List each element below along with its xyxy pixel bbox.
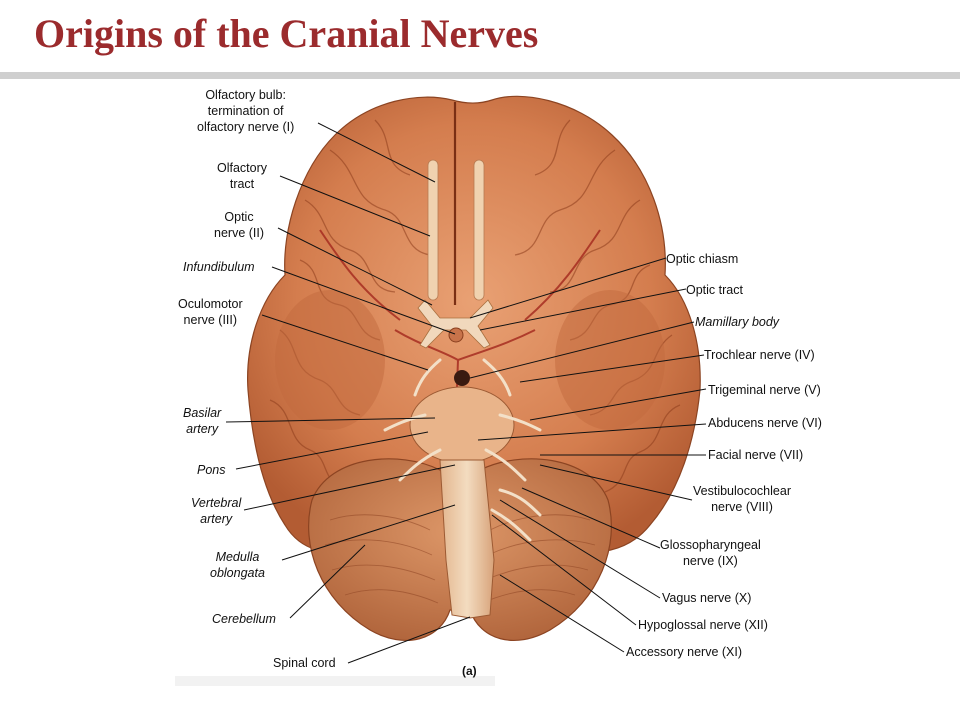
label-vestibulocochlear-nerve: Vestibulocochlear nerve (VIII) [693, 484, 791, 514]
leader-lines [225, 122, 707, 664]
label-basilar-artery: Basilar artery [183, 406, 222, 436]
label-cerebellum: Cerebellum [212, 612, 276, 626]
label-optic-tract: Optic tract [686, 283, 743, 297]
label-abducens-nerve: Abducens nerve (VI) [708, 416, 822, 430]
panel-label: (a) [462, 664, 477, 678]
label-facial-nerve: Facial nerve (VII) [708, 448, 804, 462]
label-optic-chiasm: Optic chiasm [666, 252, 739, 266]
label-infundibulum: Infundibulum [183, 260, 255, 274]
slide-title: Origins of the Cranial Nerves [34, 11, 539, 56]
label-trochlear-nerve: Trochlear nerve (IV) [704, 348, 815, 362]
label-accessory-nerve: Accessory nerve (XI) [626, 645, 743, 659]
mamillary-bodies [454, 370, 470, 386]
photo-edge [175, 676, 495, 686]
label-medulla-oblongata: Medulla oblongata [210, 550, 265, 580]
nerve-roots [383, 358, 542, 542]
label-glossopharyngeal-nerve: Glossopharyngeal nerve (IX) [660, 538, 761, 568]
infundibulum-stalk [448, 327, 464, 343]
olfactory-tracts [427, 159, 485, 301]
optic-chiasm-shape [417, 299, 494, 349]
label-olfactory-bulb: Olfactory bulb: termination of olfactory… [197, 88, 295, 134]
label-oculomotor-nerve: Oculomotor nerve (III) [178, 297, 243, 327]
label-hypoglossal-nerve: Hypoglossal nerve (XII) [638, 618, 768, 632]
label-vertebral-artery: Vertebral artery [191, 496, 242, 526]
label-mamillary-body: Mamillary body [695, 315, 780, 329]
label-olfactory-tract: Olfactory tract [217, 161, 268, 191]
label-vagus-nerve: Vagus nerve (X) [662, 591, 752, 605]
temporal-lobes [275, 290, 665, 430]
title-divider [0, 72, 960, 79]
label-pons: Pons [197, 463, 226, 477]
label-optic-nerve: Optic nerve (II) [214, 210, 265, 240]
label-trigeminal-nerve: Trigeminal nerve (V) [708, 383, 821, 397]
label-spinal-cord: Spinal cord [273, 656, 336, 670]
medulla-stem [439, 459, 495, 619]
pons-shape [409, 386, 515, 464]
